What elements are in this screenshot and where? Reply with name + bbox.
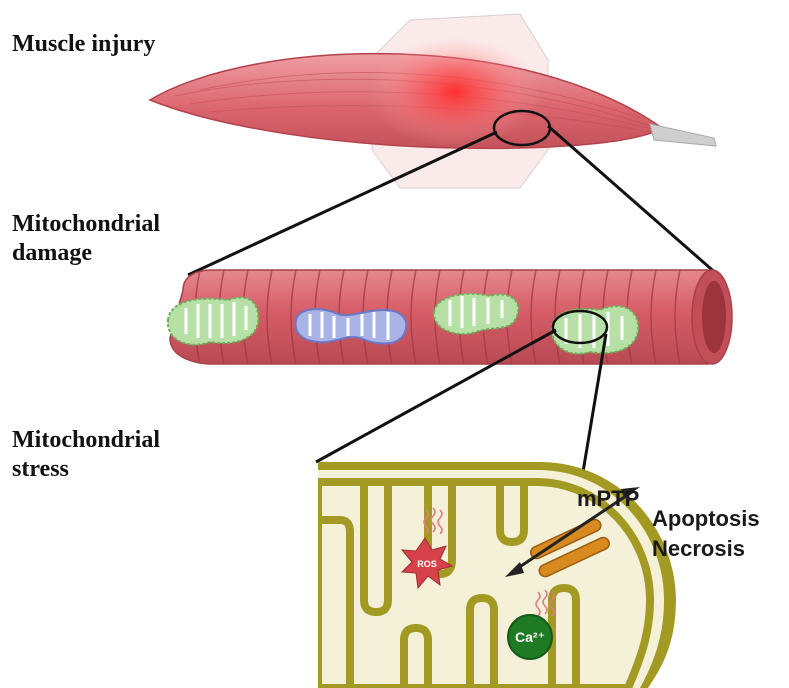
- stage-label-muscle-injury: Muscle injury: [12, 30, 155, 59]
- outcome-necrosis: Necrosis: [652, 536, 745, 562]
- outcome-apoptosis: Apoptosis: [652, 506, 760, 532]
- damaged-mitochondrion: [168, 297, 258, 344]
- mptp-label: mPTP: [577, 486, 639, 512]
- muscle-fiber: [168, 270, 732, 364]
- stage-label-mitochondrial-damage: Mitochondrial damage: [12, 210, 160, 268]
- tendon: [650, 124, 716, 146]
- fiber-lumen: [702, 281, 726, 353]
- injury-site: [370, 37, 540, 147]
- calcium-label: Ca²⁺: [515, 629, 545, 645]
- ros-label: ROS: [417, 559, 437, 569]
- stage-label-mitochondrial-stress: Mitochondrial stress: [12, 426, 160, 484]
